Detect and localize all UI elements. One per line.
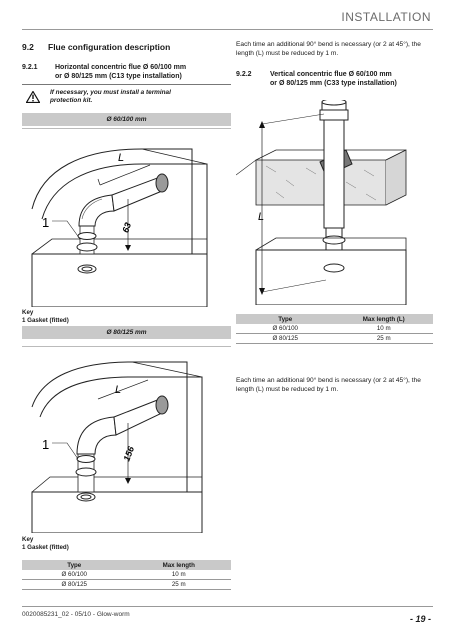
dimension-l-label: L xyxy=(118,152,124,164)
horizontal-flue-diagram-60: L 63 1 xyxy=(22,128,231,307)
bend-reduction-paragraph-2: Each time an additional 90° bend is nece… xyxy=(236,377,436,394)
table-cell: Ø 80/125 xyxy=(22,579,127,590)
subsection-number: 9.2.1 xyxy=(22,64,38,71)
subsection-title-line2: or Ø 80/125 mm (C13 type installation) xyxy=(55,73,182,80)
figure-label-bar: Ø 80/125 mm xyxy=(22,326,231,339)
table-header-row: Type Max length (L) xyxy=(236,314,433,324)
section-number: 9.2 xyxy=(22,42,34,52)
footer-rule xyxy=(22,606,433,607)
dimension-l-label: L xyxy=(258,211,264,223)
header-title: INSTALLATION xyxy=(341,10,431,24)
warning-triangle-icon xyxy=(26,91,40,103)
key-title: Key xyxy=(22,309,34,316)
table-cell: Ø 80/125 xyxy=(236,333,335,344)
paragraph-line: length (L) must be reduced by 1 m. xyxy=(236,385,339,393)
bend-reduction-paragraph: Each time an additional 90° bend is nece… xyxy=(236,41,436,58)
subsection-title-line2: or Ø 80/125 mm (C33 type installation) xyxy=(270,80,397,87)
table-cell: 10 m xyxy=(126,570,231,580)
table-row: Ø 60/100 10 m xyxy=(22,570,231,580)
key-block-2: Key 1 Gasket (fitted) xyxy=(22,536,69,551)
document-reference: 0020085231_02 - 05/10 - Glow-worm xyxy=(22,611,130,618)
table-cell: Ø 60/100 xyxy=(22,570,127,580)
column-header: Max length (L) xyxy=(334,314,433,324)
dimension-l-label: L xyxy=(115,384,121,396)
subsection-title-line1: Horizontal concentric flue Ø 60/100 mm xyxy=(55,64,187,71)
column-header: Max length xyxy=(126,560,231,570)
dimension-156-label: 156 xyxy=(122,444,137,462)
table-header-row: Type Max length xyxy=(22,560,231,570)
max-length-table-vertical: Type Max length (L) Ø 60/100 10 m Ø 80/1… xyxy=(236,314,433,344)
column-header: Type xyxy=(236,314,335,324)
table-cell: 25 m xyxy=(334,333,433,344)
warning-note-text: If necessary, you must install a termina… xyxy=(50,89,220,105)
note-line2: protection kit. xyxy=(50,97,93,104)
section-title: Flue configuration description xyxy=(48,42,171,52)
key-item: 1 Gasket (fitted) xyxy=(22,316,69,324)
table-cell: Ø 60/100 xyxy=(236,324,335,334)
note-line1: If necessary, you must install a termina… xyxy=(50,89,171,96)
page-header: INSTALLATION xyxy=(0,0,453,34)
table-row: Ø 80/125 25 m xyxy=(22,579,231,590)
paragraph-line: Each time an additional 90° bend is nece… xyxy=(236,41,421,48)
key-block-1: Key 1 Gasket (fitted) xyxy=(22,309,69,324)
key-item: 1 Gasket (fitted) xyxy=(22,543,69,551)
table-row: Ø 60/100 10 m xyxy=(236,324,433,334)
subsection-number: 9.2.2 xyxy=(236,71,252,78)
callout-1: 1 xyxy=(42,437,49,452)
table-cell: 10 m xyxy=(334,324,433,334)
subsection-title: Vertical concentric flue Ø 60/100 mm or … xyxy=(270,70,397,88)
header-rule xyxy=(22,29,433,30)
paragraph-line: length (L) must be reduced by 1 m. xyxy=(236,49,339,57)
subsection-title: Horizontal concentric flue Ø 60/100 mm o… xyxy=(55,63,186,81)
subsection-title-line1: Vertical concentric flue Ø 60/100 mm xyxy=(270,71,392,78)
page-number: - 19 - xyxy=(409,614,431,624)
figure-label-bar: Ø 60/100 mm xyxy=(22,113,231,126)
horizontal-flue-diagram-80: L 156 1 xyxy=(22,346,231,533)
table-row: Ø 80/125 25 m xyxy=(236,333,433,344)
key-title: Key xyxy=(22,536,34,543)
vertical-flue-diagram: L xyxy=(236,100,407,305)
table-cell: 25 m xyxy=(126,579,231,590)
dimension-63-label: 63 xyxy=(120,221,133,234)
column-header: Type xyxy=(22,560,127,570)
callout-1: 1 xyxy=(42,215,49,230)
max-length-table: Type Max length Ø 60/100 10 m Ø 80/125 2… xyxy=(22,560,231,590)
paragraph-line: Each time an additional 90° bend is nece… xyxy=(236,377,421,384)
